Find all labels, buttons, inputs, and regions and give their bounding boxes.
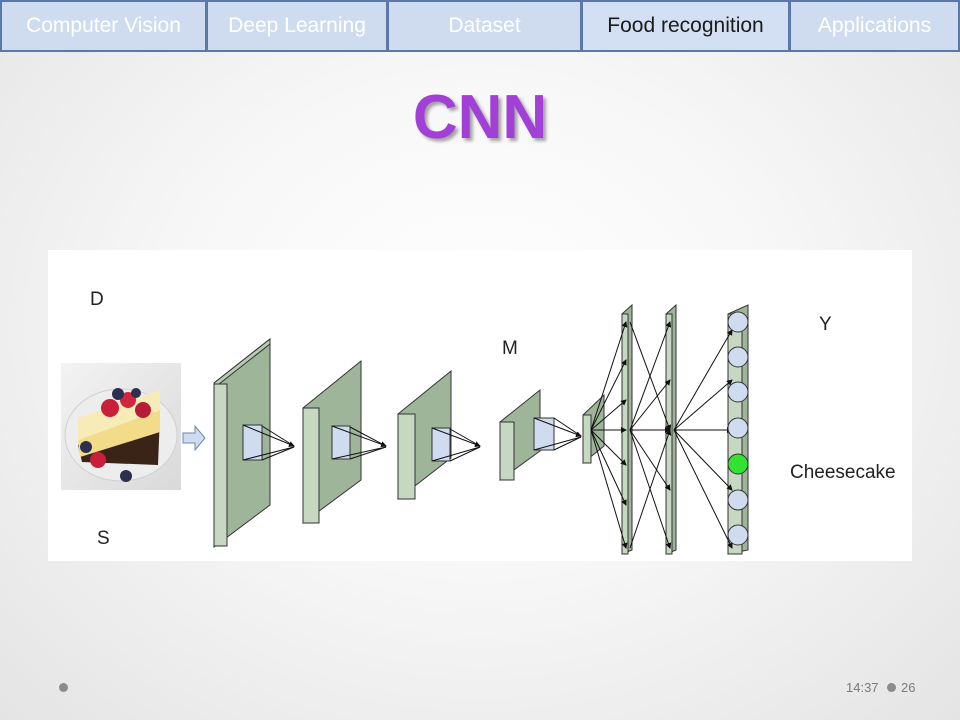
conv-layer-3 xyxy=(398,371,480,499)
output-node xyxy=(728,525,748,545)
footer-separator-dot xyxy=(887,683,896,692)
output-node xyxy=(728,382,748,402)
output-node xyxy=(728,312,748,332)
footer-left-dot xyxy=(59,683,68,692)
label-d: D xyxy=(90,289,104,311)
slide-number: 26 xyxy=(901,680,915,695)
label-y: Y xyxy=(819,314,832,336)
conv-layer-4 xyxy=(500,390,581,480)
tab-computer-vision[interactable]: Computer Vision xyxy=(0,0,207,52)
connections-3 xyxy=(674,330,732,548)
tab-food-recognition[interactable]: Food recognition xyxy=(582,0,790,52)
output-node-active xyxy=(728,454,748,474)
output-node xyxy=(728,418,748,438)
output-class-label: Cheesecake xyxy=(790,462,896,484)
cnn-diagram: D S M Y Cheesecake xyxy=(48,250,912,561)
conv-layer-2 xyxy=(303,361,386,523)
connections-1 xyxy=(591,322,626,548)
input-arrow-icon xyxy=(183,426,205,450)
nav-tab-bar: Computer Vision Deep Learning Dataset Fo… xyxy=(0,0,960,52)
tab-applications[interactable]: Applications xyxy=(790,0,960,52)
output-node xyxy=(728,347,748,367)
cheesecake-photo xyxy=(61,363,181,490)
slide-title: CNN xyxy=(0,82,960,153)
cnn-diagram-graphic xyxy=(48,250,912,561)
label-m: M xyxy=(502,338,518,360)
conv-layer-5 xyxy=(583,395,604,463)
tab-deep-learning[interactable]: Deep Learning xyxy=(207,0,388,52)
footer-time: 14:37 xyxy=(846,680,879,695)
tab-dataset[interactable]: Dataset xyxy=(388,0,582,52)
label-s: S xyxy=(97,528,110,550)
output-node xyxy=(728,490,748,510)
connections-2 xyxy=(630,322,670,548)
conv-layer-1 xyxy=(214,339,294,547)
